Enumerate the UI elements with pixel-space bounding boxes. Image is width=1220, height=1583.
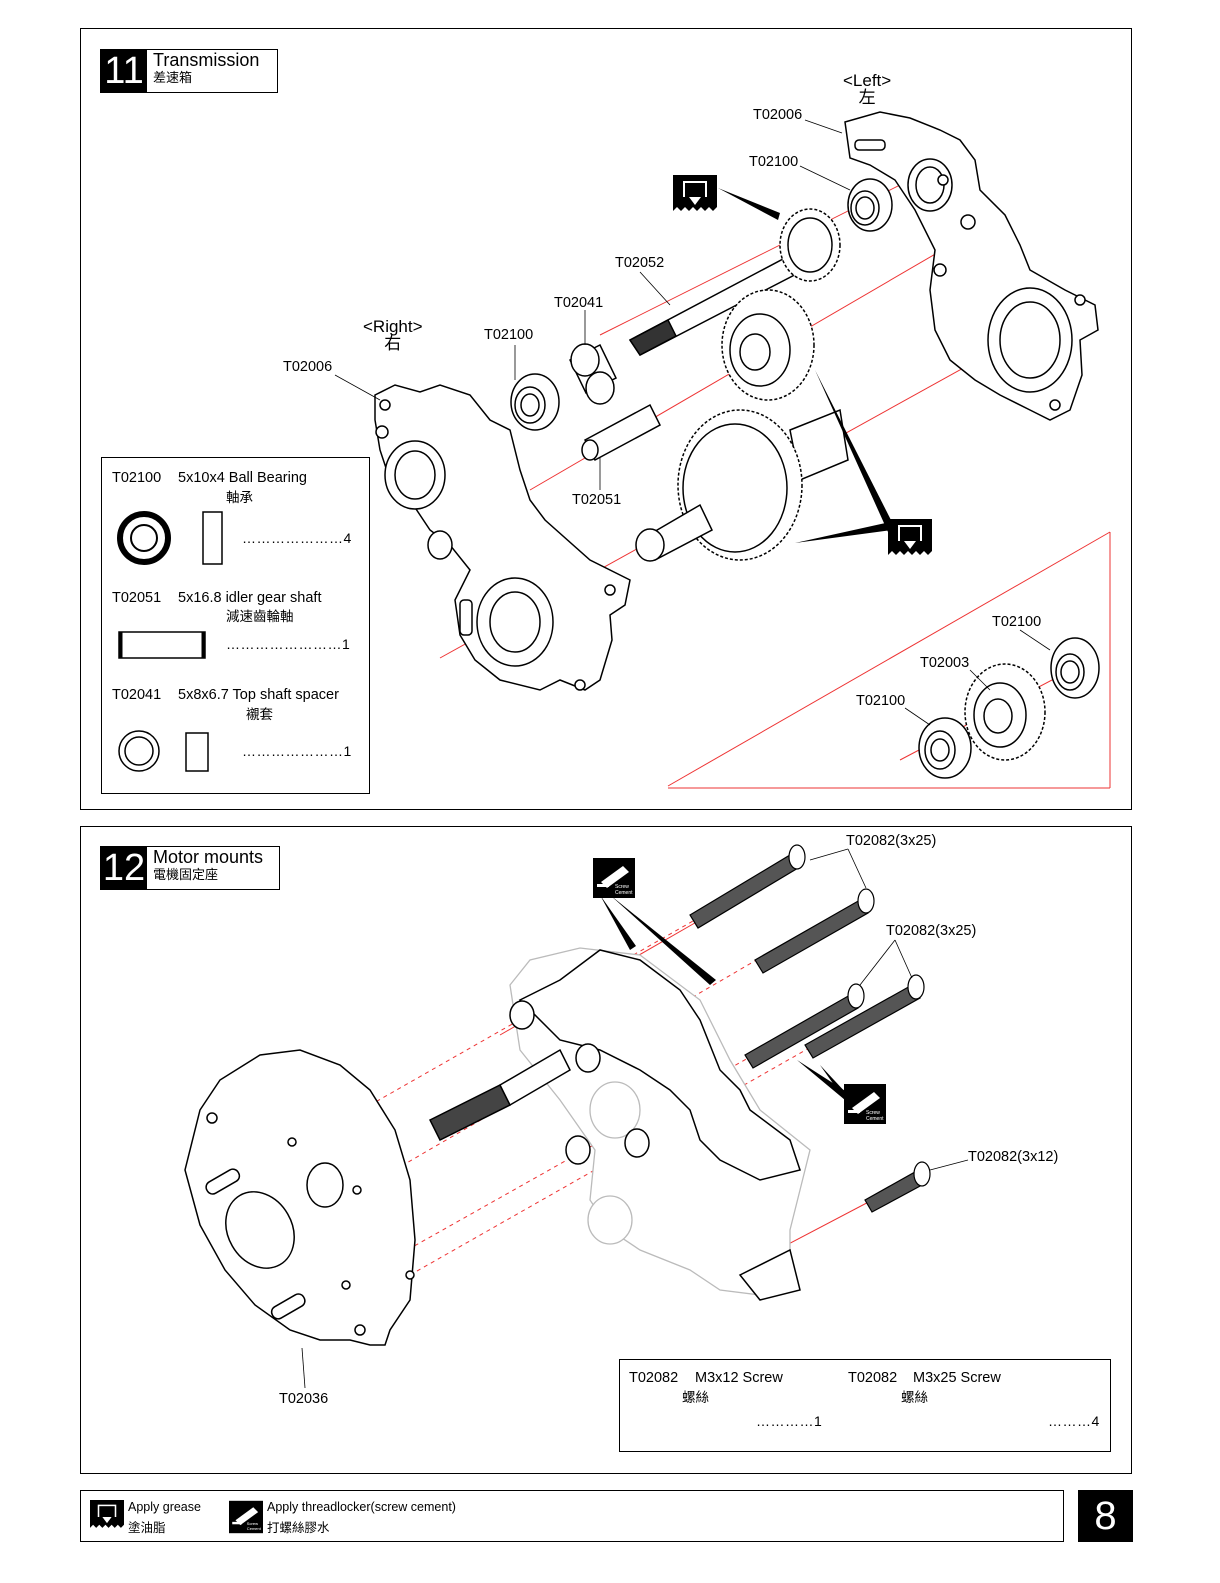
spacer xyxy=(569,343,617,405)
part-desc-zh: 襯套 xyxy=(246,707,273,722)
part-code: T02082 xyxy=(848,1370,898,1386)
threadlocker-icon: Screw Cement xyxy=(593,858,635,898)
screw-m3x12 xyxy=(864,1161,931,1213)
left-case xyxy=(844,111,1099,421)
inset-bearing-left xyxy=(918,717,972,779)
legend-bar: Apply grease 塗油脂 Screw Cement Apply thre… xyxy=(80,1490,1064,1542)
callout-top-shaft: T02052 xyxy=(615,255,665,271)
part-qty: …………………4 xyxy=(242,530,352,546)
part-desc: M3x12 Screw xyxy=(695,1370,783,1386)
part-qty: ………4 xyxy=(1048,1413,1100,1429)
part-desc: 5x8x6.7 Top shaft spacer xyxy=(178,687,339,703)
legend-grease-label-zh: 塗油脂 xyxy=(128,1521,166,1535)
callout-right-bearing: T02100 xyxy=(484,327,534,343)
step-12-header: 12 Motor mounts 電機固定座 xyxy=(100,846,280,890)
part-code: T02100 xyxy=(112,470,162,486)
part-desc: 5x16.8 idler gear shaft xyxy=(178,590,322,606)
grease-icon xyxy=(673,175,717,219)
step-11-parts-list: T02100 5x10x4 Ball Bearing 軸承 …………………4 T… xyxy=(101,457,370,794)
callout-left-case: T02006 xyxy=(753,107,803,123)
callout-spacer: T02041 xyxy=(554,295,604,311)
left-bearing xyxy=(847,178,893,232)
step-title-zh: 差速箱 xyxy=(153,70,193,85)
callout-left-bearing: T02100 xyxy=(749,154,799,170)
step-11-header: 11 Transmission 差速箱 xyxy=(100,49,278,93)
right-bearing xyxy=(510,373,560,431)
part-code: T02051 xyxy=(112,590,162,606)
inset-idler-gear xyxy=(964,663,1046,761)
threadlocker-icon: Screw Cement xyxy=(229,1500,263,1534)
callout-screw-short: T02082(3x12) xyxy=(968,1149,1059,1165)
svg-text:Screw: Screw xyxy=(247,1521,258,1526)
idler-gear-upper xyxy=(721,289,815,401)
callout-inset-bearing-bottom: T02100 xyxy=(856,693,906,709)
step-title: Transmission xyxy=(153,50,260,70)
screw-m3x25 xyxy=(689,844,806,929)
idler-shaft xyxy=(581,403,661,462)
callout-screw-top: T02082(3x25) xyxy=(846,833,937,849)
callout-idler-shaft: T02051 xyxy=(572,492,622,508)
right-case xyxy=(374,384,631,691)
step-title-zh: 電機固定座 xyxy=(153,867,219,882)
part-desc: M3x25 Screw xyxy=(913,1370,1001,1386)
inset-bearing-right xyxy=(1050,637,1100,699)
output-shaft xyxy=(428,1048,571,1142)
part-qty: …………………1 xyxy=(242,743,352,759)
step-title: Motor mounts xyxy=(153,847,264,867)
callout-motor-plate: T02036 xyxy=(279,1391,329,1407)
step-number: 12 xyxy=(101,847,147,889)
part-qty: ……………………1 xyxy=(226,636,351,652)
part-desc-zh: 減速齒輪軸 xyxy=(226,609,294,624)
legend-threadlock-label-zh: 打螺絲膠水 xyxy=(267,1521,330,1535)
orientation-right: <Right> 右 xyxy=(363,317,423,353)
step-11-panel xyxy=(80,28,1132,810)
step-12-panel xyxy=(80,826,1132,1474)
screw-m3x25 xyxy=(804,974,925,1059)
part-desc-zh: 螺絲 xyxy=(682,1390,709,1405)
grease-icon xyxy=(888,519,932,563)
part-code: T02082 xyxy=(629,1370,679,1386)
motor-plate xyxy=(184,1049,416,1346)
part-qty: …………1 xyxy=(756,1413,823,1429)
screw-m3x25 xyxy=(744,983,865,1069)
page-number: 8 xyxy=(1078,1490,1133,1542)
svg-text:Cement: Cement xyxy=(615,890,633,896)
part-desc-zh: 螺絲 xyxy=(901,1390,928,1405)
legend-grease-label: Apply grease xyxy=(128,1500,201,1514)
callout-right-case: T02006 xyxy=(283,359,333,375)
callout-inset-bearing-top: T02100 xyxy=(992,614,1042,630)
step-number: 11 xyxy=(101,50,147,92)
grease-icon xyxy=(90,1500,124,1534)
svg-text:Screw: Screw xyxy=(866,1110,880,1116)
top-shaft xyxy=(628,208,841,356)
screw-m3x25 xyxy=(754,888,875,974)
svg-text:Screw: Screw xyxy=(615,884,629,890)
orientation-left: <Left> 左 xyxy=(843,71,892,107)
svg-text:Cement: Cement xyxy=(247,1526,262,1531)
legend-threadlock-label: Apply threadlocker(screw cement) xyxy=(267,1500,456,1514)
callout-inset-gear: T02003 xyxy=(920,655,970,671)
spur-gear xyxy=(635,408,849,562)
step-12-parts-list: T02082 M3x12 Screw 螺絲 …………1 T02082 M3x25… xyxy=(619,1359,1111,1452)
threadlocker-icon: Screw Cement xyxy=(844,1084,886,1124)
part-desc-zh: 軸承 xyxy=(226,490,253,505)
transmission-case-front xyxy=(509,949,801,1301)
part-code: T02041 xyxy=(112,687,162,703)
callout-screw-mid: T02082(3x25) xyxy=(886,923,977,939)
part-desc: 5x10x4 Ball Bearing xyxy=(178,470,307,486)
svg-text:Cement: Cement xyxy=(866,1116,884,1122)
